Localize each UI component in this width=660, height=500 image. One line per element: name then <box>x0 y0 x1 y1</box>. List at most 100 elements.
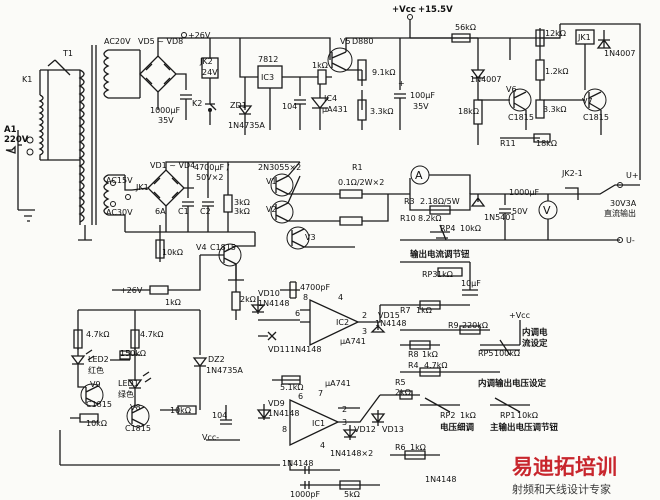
u-plus-label: U+ <box>626 171 639 180</box>
ic4-label: IC4 <box>324 94 337 103</box>
rating-label: 30V3A <box>610 199 637 208</box>
r10k-d-label: 10kΩ <box>170 406 191 415</box>
p26-label: +26V <box>188 31 211 40</box>
r6-value: 1kΩ <box>410 443 426 452</box>
vd10-label: VD10 <box>258 289 280 298</box>
r47k-a-label: 4.7kΩ <box>86 330 109 339</box>
vd13-label: VD13 <box>382 425 404 434</box>
rp4-value: 10kΩ <box>460 224 481 233</box>
v5-stage: V5 D880 1kΩ IC4 μA431 9.1kΩ 3.3kΩ 100μF … <box>240 37 435 130</box>
vd10-name: 1N4148 <box>258 299 289 308</box>
voltmeter-label: V <box>543 204 551 217</box>
vcc-label: +Vcc <box>392 5 416 15</box>
c1000b-label: 1000pF <box>290 490 320 499</box>
vd14-label: 1N4148 <box>425 475 456 484</box>
r4-value: 4.7kΩ <box>424 361 447 370</box>
r7-value: 1kΩ <box>416 306 432 315</box>
ic2-pin8: 8 <box>303 293 308 302</box>
k2-label: K2 <box>192 99 202 108</box>
bridge-vd5-vd8: VD5 ~ VD8 1000μF 35V +26V <box>138 31 211 125</box>
in4007-b-label: 1N4007 <box>604 49 635 58</box>
v3-label: V3 <box>305 233 316 242</box>
vd11-label: VD11 <box>268 345 290 354</box>
v4-driver: V4 C1815 2kΩ +26V 1kΩ <box>112 232 256 320</box>
vd9-label: VD9 <box>268 399 285 408</box>
current-setting: R9 220kΩ R8 1kΩ RP5 100kΩ +Vcc 内调电 流设定 <box>400 311 548 359</box>
vcc-plus-label: +Vcc <box>509 311 530 320</box>
mains-input-section: K1 A1 220V <box>4 59 80 222</box>
v6-label: V6 <box>506 85 517 94</box>
led1-color: 绿色 <box>118 389 134 399</box>
v1v2-label: 2N3055×2 <box>258 163 301 172</box>
r33k-a-label: 3.3kΩ <box>370 107 393 116</box>
v7-name: C1815 <box>583 113 609 122</box>
ic1-label: IC1 <box>312 419 325 428</box>
r18k-a-label: 18kΩ <box>458 107 479 116</box>
regulator-ic3: IC3 7812 ZD1 1N4735A 104 <box>228 38 306 135</box>
r6-label: R6 <box>395 443 406 452</box>
output-section: A R3 2.18Ω/5W 1N5401 1000μF 50V V JK2-1 … <box>388 165 640 260</box>
internal-current-label: 内调电 <box>522 327 548 338</box>
v4-name: C1815 <box>210 243 236 252</box>
c2-label: C2 <box>200 207 211 216</box>
r33k-b-label: 3.3kΩ <box>543 105 566 114</box>
c100-label: 100μF <box>410 91 435 100</box>
jk1-relay-label: JK1 <box>577 33 591 42</box>
main-voltage-label: 主输出电压调节钮 <box>490 422 559 433</box>
jk2-1-label: JK2-1 <box>561 169 583 178</box>
r1-label: R1 <box>352 163 363 172</box>
ammeter-label: A <box>415 169 423 182</box>
c4700p-label: 4700pF <box>300 283 330 292</box>
r9-value: 220kΩ <box>462 321 488 330</box>
in5401-label: 1N5401 <box>484 213 515 222</box>
r51k-label: 5.1kΩ <box>280 383 303 392</box>
jk2-label: JK2 <box>199 57 213 66</box>
ac20v-label: AC20V <box>104 37 131 46</box>
dz2-name: 1N4735A <box>206 366 243 375</box>
ic1-pin7: 7 <box>318 389 323 398</box>
r10-value: 8.2kΩ <box>418 214 441 223</box>
vd15-name: 1N4148 <box>375 319 406 328</box>
ic3-label: IC3 <box>261 73 274 82</box>
ac15v-label: AC15V <box>106 176 133 185</box>
p26-input-label: +26V <box>120 286 143 295</box>
mains-voltage-label: 220V <box>4 135 29 145</box>
ic2-pin3: 3 <box>362 327 367 336</box>
jk1-label: JK1 <box>135 183 149 192</box>
r1-value: 0.1Ω/2W×2 <box>338 178 384 187</box>
rp3-label: RP3 <box>422 270 437 279</box>
ic2-pin6: 6 <box>295 309 300 318</box>
c1000-voltage: 35V <box>158 116 174 125</box>
dz2-label: DZ2 <box>208 355 225 364</box>
r5-label: R5 <box>395 378 406 387</box>
rp5-label: RP5 <box>478 349 493 358</box>
current-loop: RP3 1kΩ 10μF R7 1kΩ <box>380 261 481 315</box>
rp5-value: 100kΩ <box>494 349 520 358</box>
r5k-label: 5kΩ <box>344 490 360 499</box>
plug-icon <box>5 145 16 154</box>
r2k-label: 2kΩ <box>240 295 256 304</box>
r47k-b-label: 4.7kΩ <box>140 330 163 339</box>
r3-label: R3 <box>404 197 415 206</box>
r10-label: R10 <box>400 214 416 223</box>
cout-voltage: 50V <box>512 207 528 216</box>
r9-label: R9 <box>448 321 459 330</box>
r4-label: R4 <box>408 361 419 370</box>
ic3-name: 7812 <box>258 55 278 64</box>
watermark-title: 易迪拓培训 <box>512 455 617 479</box>
t1-label: T1 <box>62 49 73 58</box>
bridge-vd1-vd4: VD1 ~ VD4 JK1 6A C1 C2 4700μF / 50V×2 3k… <box>124 161 255 262</box>
mains-a1-label: A1 <box>4 125 17 135</box>
r91k-label: 9.1kΩ <box>372 68 395 77</box>
c100-voltage: 35V <box>413 102 429 111</box>
r3-value: 2.18Ω/5W <box>420 197 460 206</box>
r10k-a-label: 10kΩ <box>162 248 183 257</box>
vd9-name: 1N4148 <box>268 409 299 418</box>
watermark-subtitle: 射频和天线设计专家 <box>512 482 611 496</box>
v9-name: C1815 <box>86 400 112 409</box>
c4700-label: 4700μF / <box>194 163 230 172</box>
v8-name: C1815 <box>125 424 151 433</box>
voltage-setting: R4 4.7kΩ 内调输出电压设定 R5 2kΩ RP2 1kΩ RP1 10k… <box>380 361 559 433</box>
